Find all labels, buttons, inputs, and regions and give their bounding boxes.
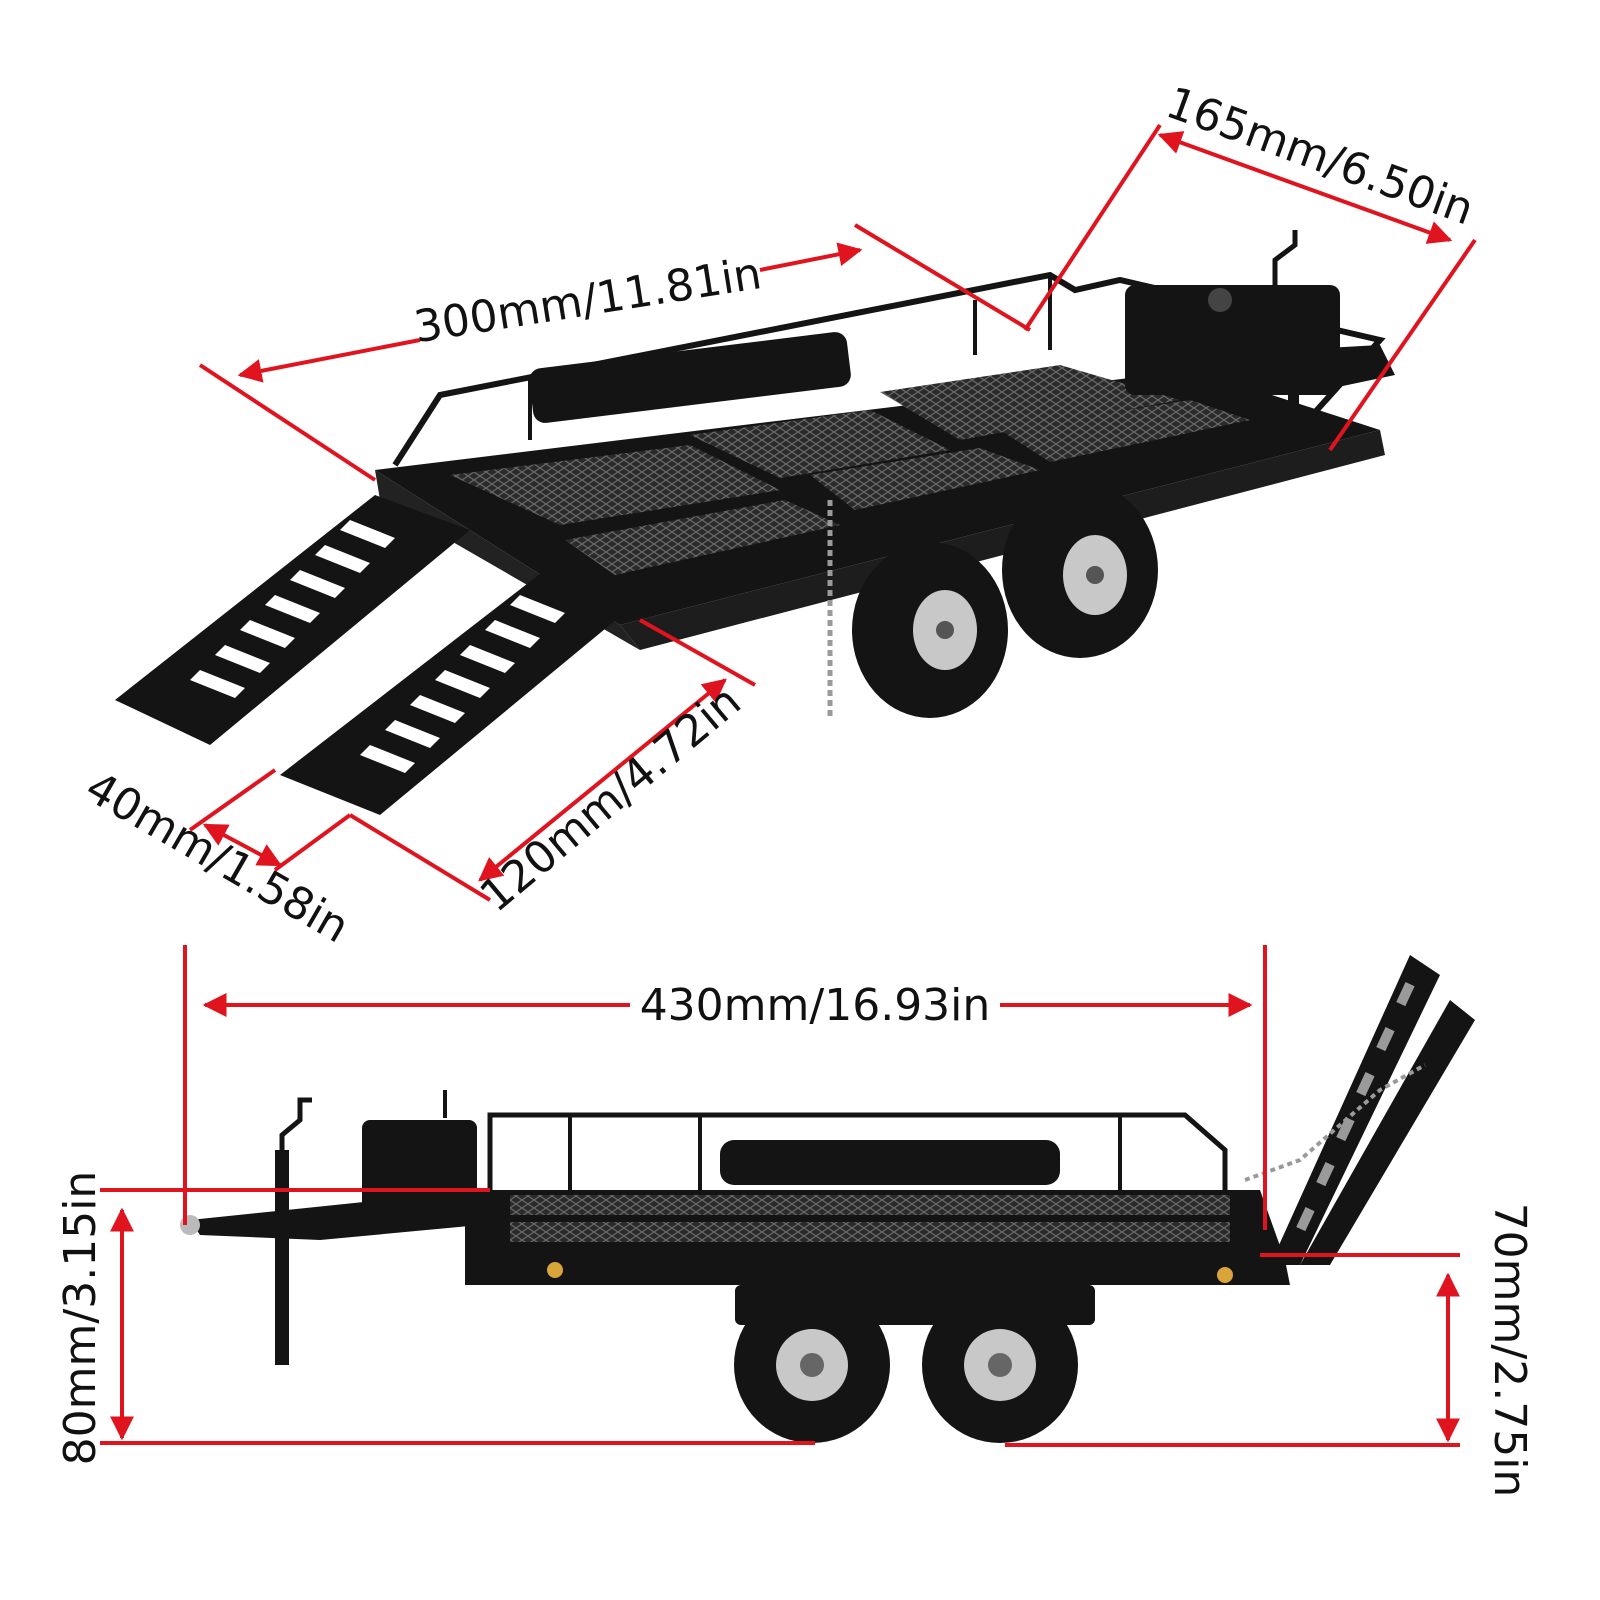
top-rail	[392, 271, 1386, 467]
side-marker-light	[547, 1262, 563, 1278]
side-toolbox	[362, 1120, 477, 1215]
ramp-length-label: 120mm/4.72in	[471, 676, 751, 922]
side-ramp-raised	[1300, 1000, 1475, 1265]
side-safety-chain	[1244, 1063, 1426, 1182]
mesh-panel	[1000, 400, 1250, 462]
side-wheel-rear	[922, 1287, 1078, 1443]
side-ramp-treads	[1296, 982, 1415, 1232]
mesh-panel	[565, 500, 840, 575]
top-rail-posts	[528, 278, 1292, 440]
side-fender	[720, 1140, 1060, 1185]
side-jack-handle	[279, 1097, 312, 1150]
side-rail-posts	[568, 1115, 1122, 1190]
side-wheel-front	[734, 1287, 890, 1443]
side-length-label: 430mm/16.93in	[640, 980, 991, 1031]
mesh-panel	[880, 365, 1180, 440]
side-rail	[487, 1112, 1228, 1190]
side-mesh-lower	[510, 1222, 1230, 1242]
side-height-rear-label: 70mm/2.75in	[1484, 1203, 1535, 1498]
mesh-panel	[690, 410, 950, 478]
top-length-label: 300mm/11.81in	[411, 248, 765, 353]
top-dimension-lines	[188, 123, 1477, 902]
side-mesh-upper	[510, 1195, 1230, 1215]
side-dimension-lines	[100, 945, 1460, 1447]
mesh-panel	[810, 448, 1040, 510]
side-marker-light	[1217, 1267, 1233, 1283]
top-wheel-front	[852, 542, 1008, 718]
side-view-trailer	[180, 955, 1475, 1443]
ramp-slots	[190, 520, 565, 773]
top-fender	[529, 332, 851, 423]
top-view-trailer	[115, 230, 1395, 815]
mesh-panel	[450, 445, 780, 525]
top-width-label: 165mm/6.50in	[1160, 77, 1481, 235]
top-toolbox	[1125, 285, 1340, 395]
top-deck-front-side	[620, 430, 1385, 650]
ramp-width-label: 40mm/1.58in	[77, 762, 358, 953]
top-jack-handle	[1272, 230, 1298, 285]
toolbox-speaker-icon	[1208, 288, 1232, 312]
side-jack	[275, 1150, 289, 1365]
side-height-front-label: 80mm/3.15in	[55, 1171, 106, 1466]
top-wheel-rear	[1002, 482, 1158, 658]
side-ramp-raised	[1270, 955, 1440, 1265]
